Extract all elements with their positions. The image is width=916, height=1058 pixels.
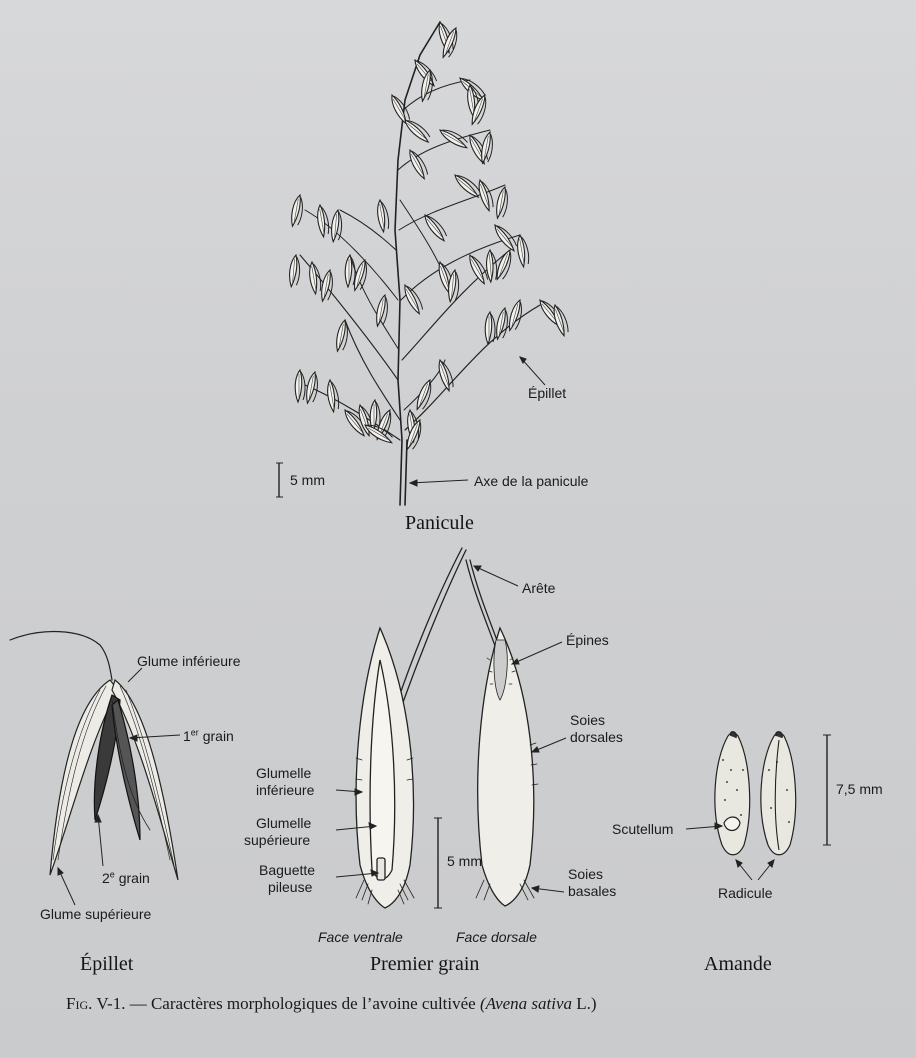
- label-epines: Épines: [566, 632, 609, 648]
- label-face-ventrale: Face ventrale: [318, 929, 403, 945]
- title-amande: Amande: [704, 953, 772, 975]
- label-face-dorsale: Face dorsale: [456, 929, 537, 945]
- scale-label-kernel: 7,5 mm: [836, 781, 883, 797]
- caption-latin-name: (Avena sativa: [480, 994, 572, 1013]
- caption-text: V-1. — Caractères morphologiques de l’av…: [96, 994, 475, 1013]
- label-scutellum: Scutellum: [612, 821, 673, 837]
- label-glume-superieure: Glume supérieure: [40, 906, 151, 922]
- label-1er-grain: 1er grain: [183, 728, 234, 744]
- label-radicule: Radicule: [718, 885, 772, 901]
- label-glumelle-superieure-2: supérieure: [244, 832, 310, 848]
- label-glumelle-inferieure-1: Glumelle: [256, 765, 311, 781]
- caption-author: L.): [576, 994, 596, 1013]
- label-soies-dorsales-2: dorsales: [570, 729, 623, 745]
- label-glume-inferieure: Glume inférieure: [137, 653, 241, 669]
- title-panicule: Panicule: [405, 512, 474, 534]
- label-baguette-2: pileuse: [268, 879, 312, 895]
- label-baguette-1: Baguette: [259, 862, 315, 878]
- scale-label-panicle: 5 mm: [290, 472, 325, 488]
- label-soies-basales-2: basales: [568, 883, 616, 899]
- scale-label-grain: 5 mm: [447, 853, 482, 869]
- label-axe-panicule: Axe de la panicule: [474, 473, 588, 489]
- label-2e-grain: 2e grain: [102, 870, 150, 886]
- kernel-drawing: [715, 732, 796, 855]
- label-arete: Arête: [522, 580, 555, 596]
- title-epillet: Épillet: [80, 953, 133, 975]
- figure-caption: Fig. V-1. — Caractères morphologiques de…: [66, 994, 597, 1014]
- kernel-leader-lines: [686, 735, 831, 880]
- title-premier-grain: Premier grain: [370, 953, 479, 975]
- label-glumelle-superieure-1: Glumelle: [256, 815, 311, 831]
- label-epillet-panicle: Épillet: [528, 385, 566, 401]
- label-soies-basales-1: Soies: [568, 866, 603, 882]
- caption-fig-prefix: Fig.: [66, 994, 92, 1013]
- label-glumelle-inferieure-2: inférieure: [256, 782, 314, 798]
- label-soies-dorsales-1: Soies: [570, 712, 605, 728]
